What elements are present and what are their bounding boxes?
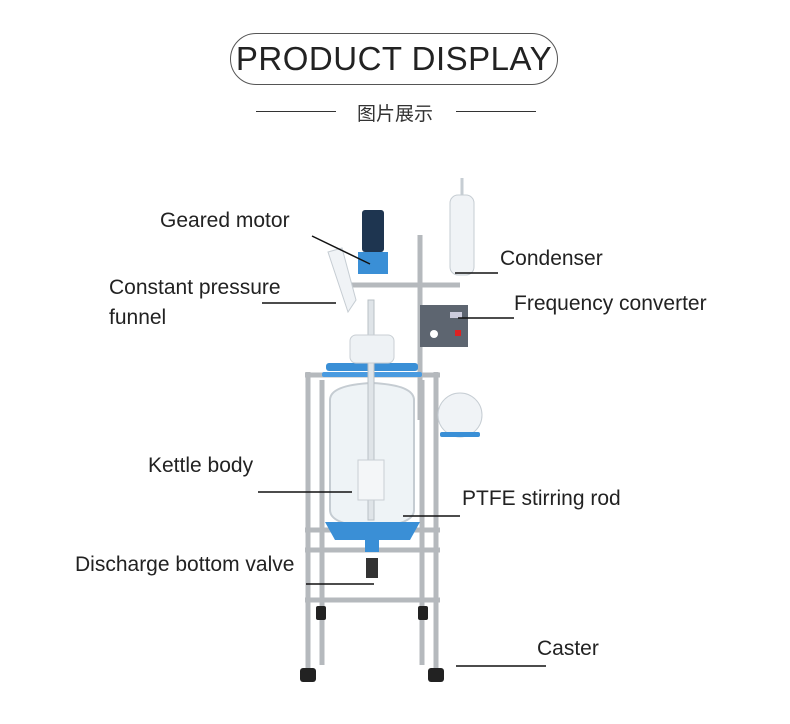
divider-right <box>456 111 536 112</box>
label-bottom-valve: Discharge bottom valve <box>75 553 295 576</box>
receiving-flask <box>437 392 483 438</box>
pressure-funnel <box>327 247 357 314</box>
label-frequency-converter: Frequency converter <box>514 292 707 315</box>
bottom-flange <box>325 522 420 540</box>
caster-wheels <box>300 606 444 682</box>
divider-left <box>256 111 336 112</box>
label-stirring-rod: PTFE stirring rod <box>462 487 621 510</box>
label-condenser: Condenser <box>500 247 603 270</box>
condenser <box>449 194 475 276</box>
label-kettle-body: Kettle body <box>148 454 254 477</box>
label-caster: Caster <box>537 637 599 660</box>
label-funnel-line1: Constant pressure <box>109 276 281 299</box>
page-subtitle: 图片展示 <box>356 103 433 125</box>
page-title: PRODUCT DISPLAY <box>230 33 558 85</box>
bottom-valve <box>366 558 378 578</box>
label-geared-motor: Geared motor <box>160 209 290 232</box>
label-funnel-line2: funnel <box>109 306 167 329</box>
geared-motor <box>362 210 384 252</box>
leader-lines <box>258 235 546 667</box>
frequency-converter-box <box>420 305 468 347</box>
